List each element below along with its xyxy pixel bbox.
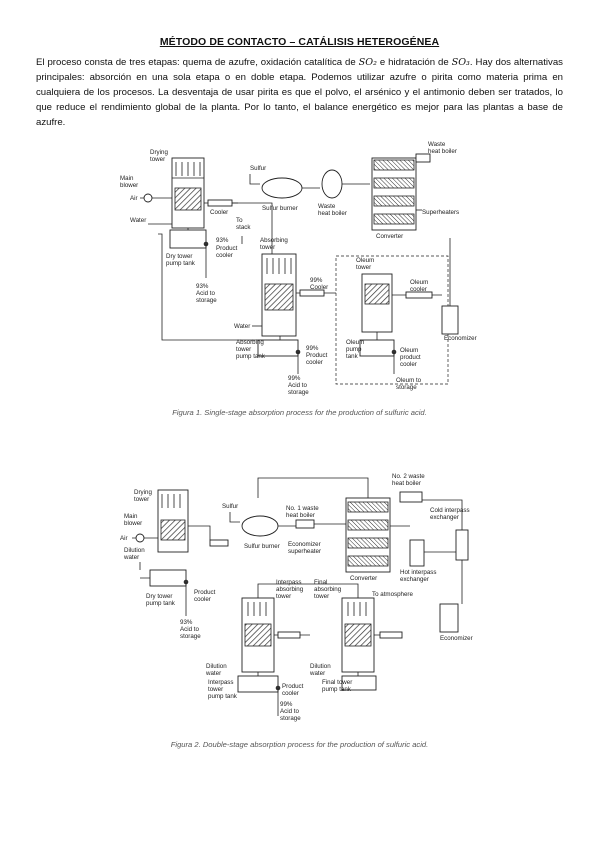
f2-dry-pump-tank [149,569,189,587]
f2-economizer [439,603,459,633]
sulfur-burner [261,177,320,199]
f1-label-economizer: Economizer [444,335,477,342]
f2-final-tower [341,597,375,673]
figure-1-caption: Figura 1. Single-stage absorption proces… [172,408,427,417]
f2-label-atmosphere: To atmosphere [372,591,413,598]
f1-label-water2: Water [234,323,250,330]
waste-heat-boiler-top [415,153,431,163]
oleum-pump-tank [359,339,397,357]
f1-label-superheaters: Superheaters [422,209,459,216]
f2-label-converter: Converter [350,575,377,582]
f1-label-cooler99: 99%Cooler [310,277,328,291]
intro-text-1: El proceso consta de tres etapas: quema … [36,57,359,68]
absorbing-pump-tank [257,339,301,357]
dry-tower-pump-tank [169,229,209,249]
intro-paragraph: El proceso consta de tres etapas: quema … [36,55,563,130]
so2-formula: SO₂ [358,57,377,68]
f2-label-economizer: Economizer [440,635,473,642]
page-title: MÉTODO DE CONTACTO – CATÁLISIS HETEROGÉN… [159,36,440,48]
f2-label-burner: Sulfur burner [244,543,280,550]
f2-label-sulfur: Sulfur [222,503,238,510]
f2-cold-interpass [455,529,469,561]
converter [371,157,417,231]
f2-converter [345,497,391,573]
main-blower [140,193,172,203]
f2-main-blower [132,533,158,543]
f2-final-pump-tank [341,675,377,691]
f1-label-93pct: 93% [216,237,229,244]
f1-label-burner: Sulfur burner [262,205,298,212]
f1-label-converter: Converter [376,233,403,240]
f2-interpass-tower [241,597,275,673]
waste-heat-boiler [321,169,370,199]
so3-formula: SO₃ [451,57,470,68]
economizer [441,238,459,335]
f2-no1-boiler [295,519,315,529]
f2-label-air: Air [120,535,128,542]
f1-label-air: Air [130,195,138,202]
f2-final-cooler [379,631,403,639]
f2-drying-tower [157,489,189,553]
f2-interpass-pump-tank [237,675,281,693]
f2-hot-interpass [409,539,425,567]
f1-label-water: Water [130,217,146,224]
figure-2-caption: Figura 2. Double-stage absorption proces… [170,740,429,749]
f2-interpass-cooler [277,631,301,639]
drying-tower [171,157,205,229]
absorbing-tower [261,253,297,337]
intro-text-2: e hidratación de [376,57,452,68]
f1-label-sulfur: Sulfur [250,165,266,172]
f2-sulfur-burner [209,515,279,547]
oleum-tower [361,273,393,333]
intro-text-3: . Hay dos alternativas principales: abso… [36,57,563,128]
f1-label-cooler: Cooler [210,209,228,216]
f2-no2-boiler [399,491,423,503]
